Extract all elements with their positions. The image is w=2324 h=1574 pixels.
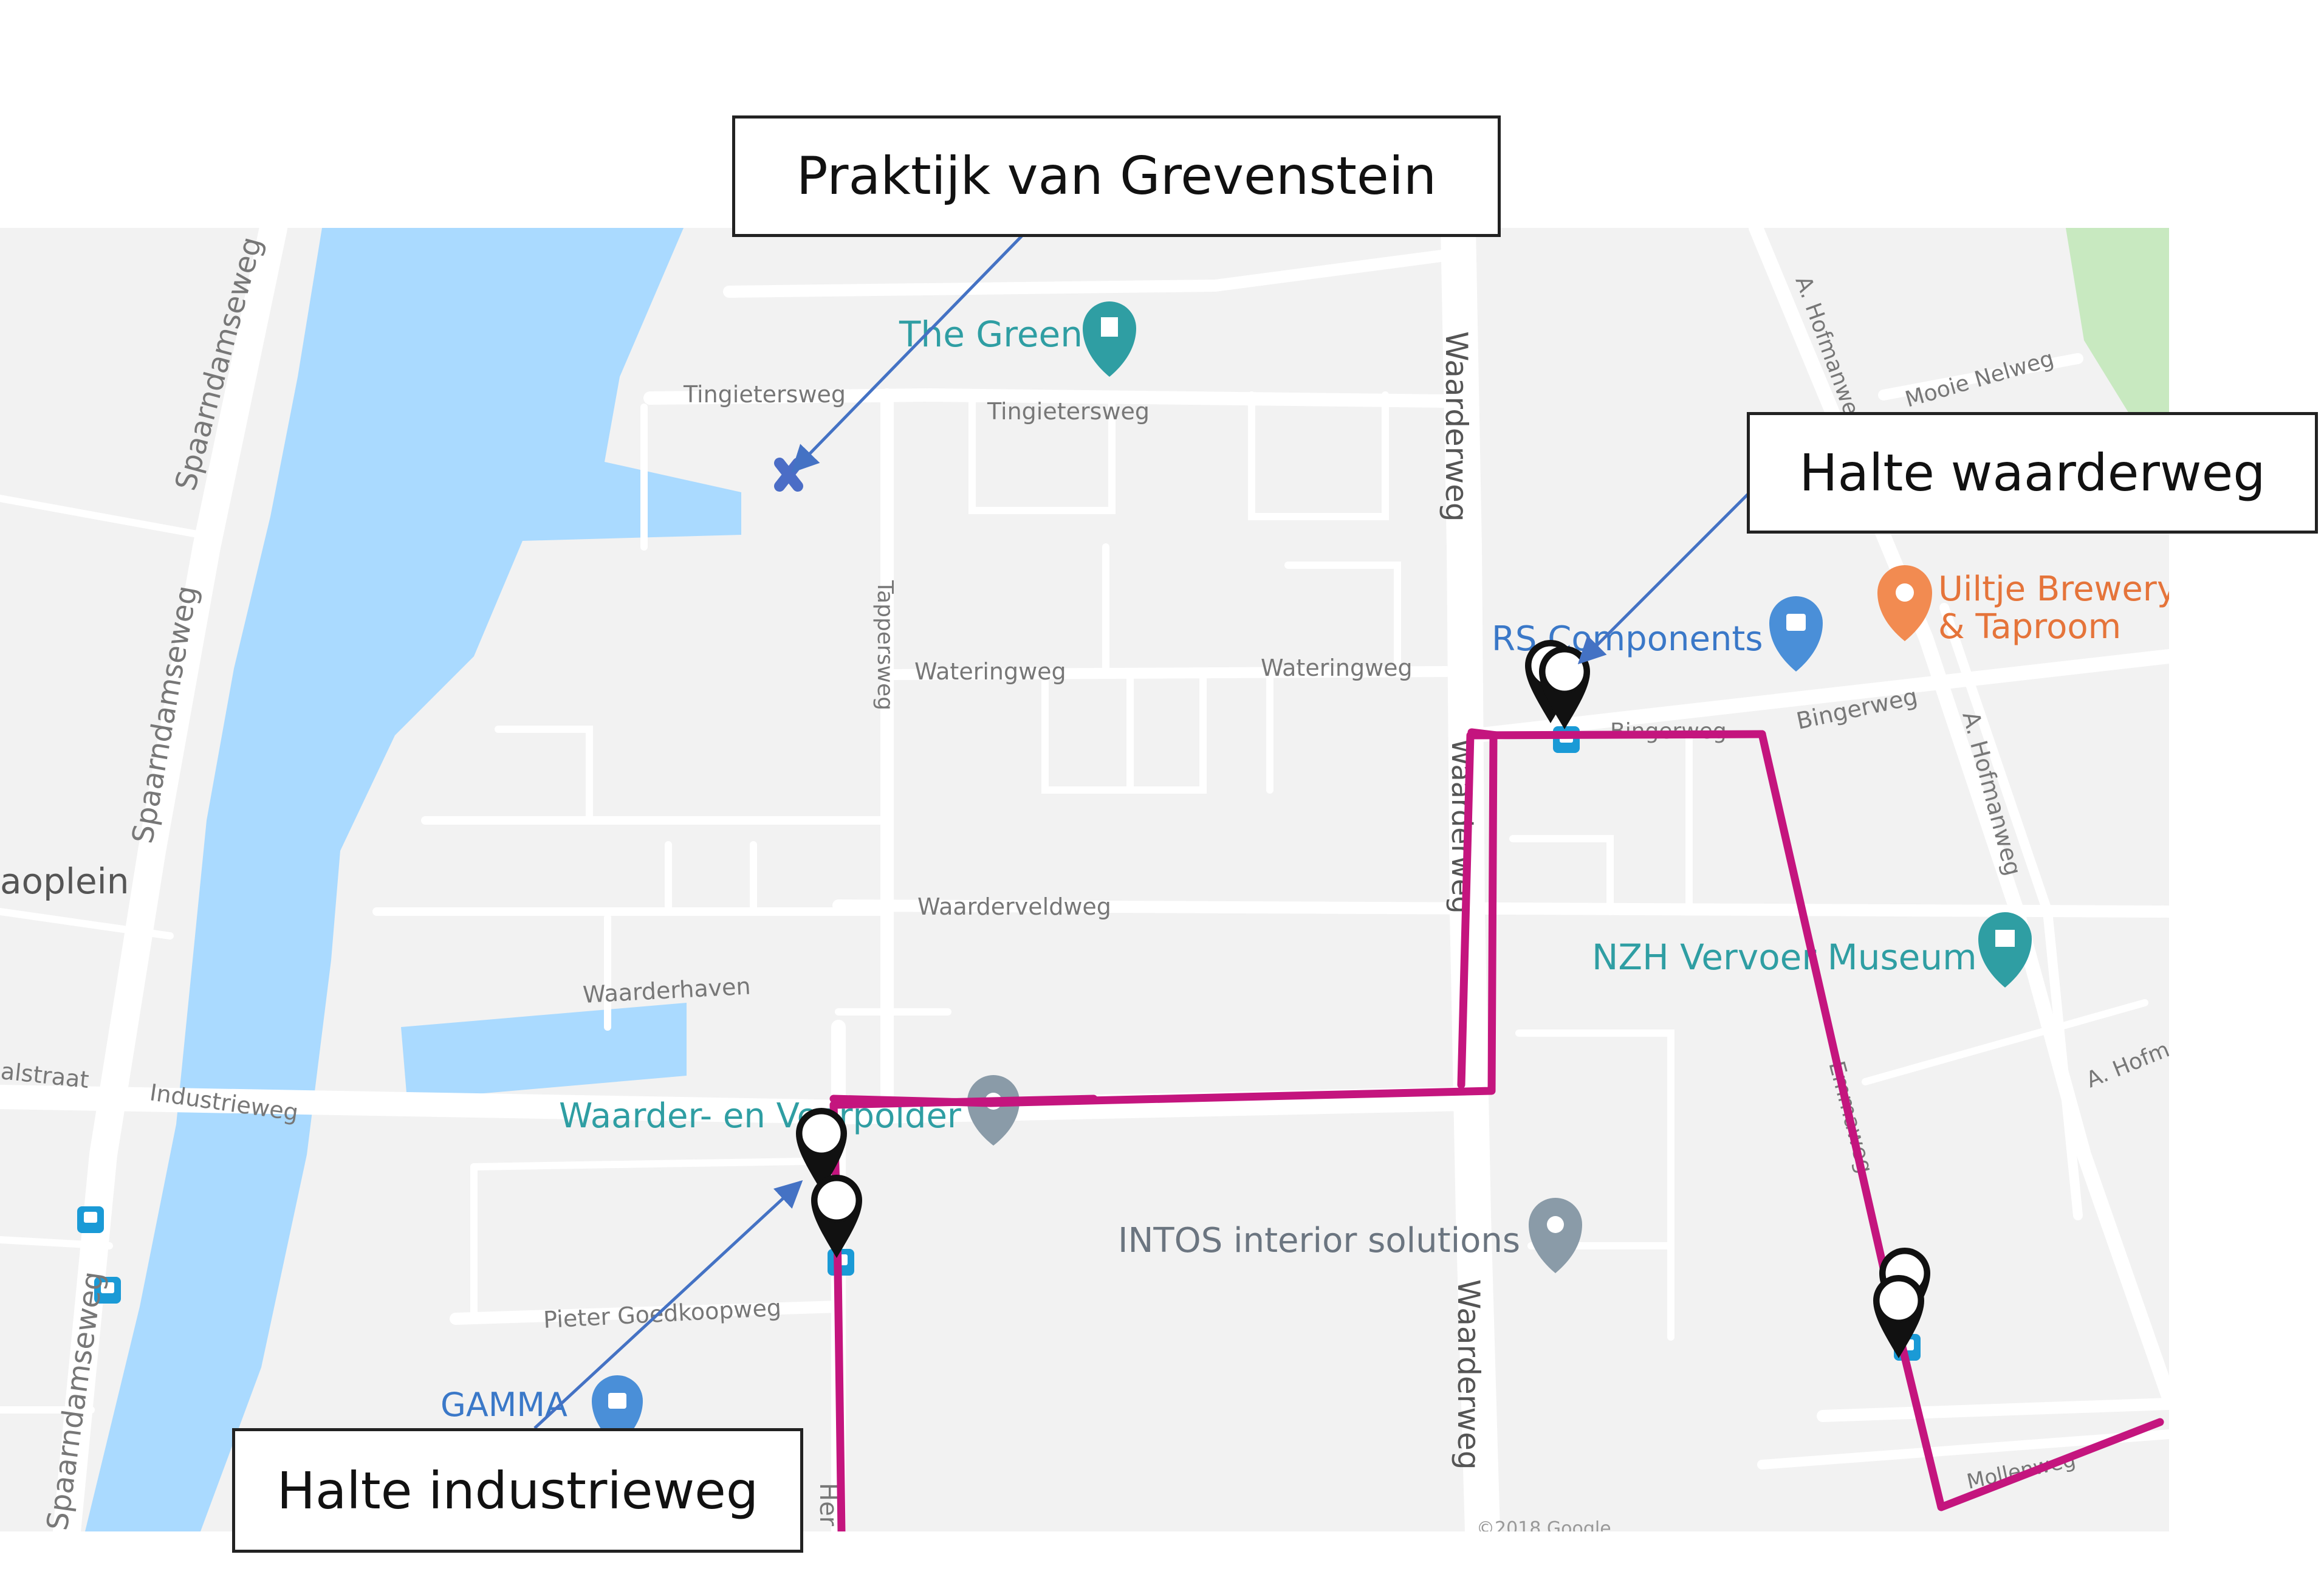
poi-label: & Taproom bbox=[1938, 607, 2121, 647]
street-label: Waarderweg bbox=[1439, 331, 1474, 522]
shopping-bag-pin-icon bbox=[1786, 614, 1806, 631]
callout-praktijk: Praktijk van Grevenstein bbox=[732, 115, 1501, 237]
poi-label: Uiltje Brewery bbox=[1938, 569, 2177, 609]
sports-pin-icon bbox=[1101, 317, 1118, 337]
uiltje-brewery-poi[interactable]: Uiltje Brewery & Taproom bbox=[1877, 565, 2177, 647]
intos-poi[interactable]: INTOS interior solutions bbox=[1118, 1198, 1582, 1273]
food-pin-icon bbox=[1896, 583, 1914, 602]
stop-marker-icon bbox=[811, 1174, 863, 1258]
place-label: aoplein bbox=[0, 861, 129, 902]
location-pin-icon bbox=[1547, 1216, 1564, 1233]
sports-pin-icon bbox=[1083, 301, 1136, 377]
poi-label: NZH Vervoer Museum bbox=[1592, 936, 1977, 978]
poi-label: The Green bbox=[899, 314, 1083, 355]
map-attribution: ©2018 Google bbox=[1476, 1518, 1611, 1539]
poi-label: INTOS interior solutions bbox=[1118, 1221, 1520, 1260]
street-label: Wateringweg bbox=[914, 658, 1066, 685]
location-pin-icon bbox=[1529, 1198, 1582, 1273]
practice-x-marker-icon bbox=[774, 458, 803, 492]
street-label: Tingietersweg bbox=[683, 381, 846, 408]
shopping-bag-pin-icon bbox=[1769, 596, 1823, 672]
callout-halte-waarderweg: Halte waarderweg bbox=[1747, 412, 2318, 534]
nzh-museum-poi[interactable]: NZH Vervoer Museum bbox=[1592, 912, 2032, 988]
street-label: Waarderweg bbox=[1451, 1279, 1486, 1470]
bus-stop-icon bbox=[77, 1206, 104, 1233]
food-pin-icon bbox=[1877, 565, 1932, 641]
stop-marker-icon bbox=[1873, 1275, 1924, 1358]
street-label: Waarderveldweg bbox=[917, 893, 1111, 920]
stop-marker-icon bbox=[796, 1107, 848, 1191]
bus-stop-icon bbox=[94, 1277, 121, 1304]
stop-marker-icon bbox=[1539, 646, 1590, 729]
poi-label: GAMMA bbox=[440, 1386, 567, 1424]
callout-halte-industrieweg-label: Halte industrieweg bbox=[276, 1460, 759, 1521]
callout-praktijk-label: Praktijk van Grevenstein bbox=[796, 146, 1437, 207]
museum-pin-icon bbox=[1995, 930, 2015, 947]
museum-pin-icon bbox=[1978, 912, 2032, 988]
street-label: Tappersweg bbox=[872, 580, 897, 710]
the-green-poi[interactable]: The Green bbox=[899, 301, 1136, 377]
bus-stop-icon bbox=[1553, 726, 1580, 753]
shopping-bag-pin-icon bbox=[608, 1393, 626, 1409]
park-area bbox=[2066, 228, 2169, 419]
street-label: Wateringweg bbox=[1261, 655, 1413, 681]
harbour-basin bbox=[401, 1003, 687, 1100]
spaarne-river bbox=[85, 228, 741, 1531]
callout-halte-waarderweg-label: Halte waarderweg bbox=[1799, 443, 2266, 503]
callout-halte-industrieweg: Halte industrieweg bbox=[232, 1428, 803, 1553]
street-label: Tingietersweg bbox=[987, 398, 1150, 425]
location-pin-icon bbox=[967, 1075, 1020, 1146]
callout-arrows bbox=[533, 233, 1751, 1429]
